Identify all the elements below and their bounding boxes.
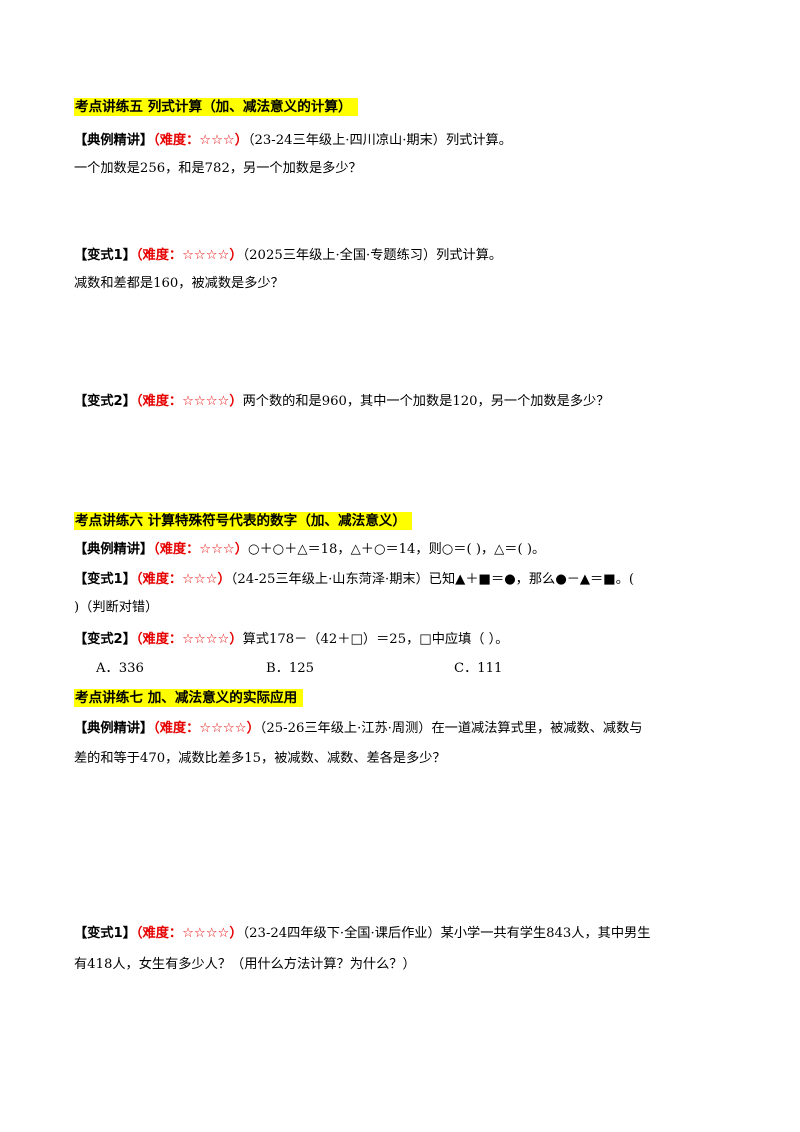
s6-variant2-options: A．336 B．125 C．111 xyxy=(96,659,502,679)
s6-example-line: 【典例精讲】（难度：☆☆☆）○＋○＋△＝18，△＋○＝14，则○＝( )，△＝(… xyxy=(74,540,545,560)
s7-example-difficulty: （难度：☆☆☆☆） xyxy=(153,721,260,736)
option-b[interactable]: B．125 xyxy=(266,661,315,676)
s7-variant1-text2: 有418人，女生有多少人？（用什么方法计算？为什么？） xyxy=(74,957,416,972)
section-7-heading-line: 考点讲练七 加、减法意义的实际应用 xyxy=(74,688,304,709)
s7-example-line: 【典例精讲】（难度：☆☆☆☆）（25-26三年级上·江苏·周测）在一道减法算式里… xyxy=(74,719,642,739)
s7-example-text2: 差的和等于470，减数比差多15，被减数、减数、差各是多少？ xyxy=(74,751,446,766)
s6-variant2-difficulty: （难度：☆☆☆☆） xyxy=(135,632,243,647)
section-6-heading-line: 考点讲练六 计算特殊符号代表的数字（加、减法意义） xyxy=(74,511,412,532)
s5-variant2-difficulty: （难度：☆☆☆☆） xyxy=(135,394,243,409)
s5-variant1-tag: 【变式1】 xyxy=(74,248,136,263)
section-6-heading: 考点讲练六 计算特殊符号代表的数字（加、减法意义） xyxy=(74,512,412,530)
s5-example-line: 【典例精讲】（难度：☆☆☆）（23-24三年级上·四川凉山·期末）列式计算。 xyxy=(74,131,512,151)
s5-variant2-text: 两个数的和是960，其中一个加数是120，另一个加数是多少？ xyxy=(242,394,610,409)
s5-variant1-source: （2025三年级上·全国·专题练习）列式计算。 xyxy=(242,248,503,263)
s7-variant1-line: 【变式1】（难度：☆☆☆☆）（23-24四年级下·全国·课后作业）某小学一共有学… xyxy=(74,924,650,944)
s5-variant1-difficulty: （难度：☆☆☆☆） xyxy=(135,248,243,263)
s6-variant1-difficulty: （难度：☆☆☆） xyxy=(135,572,231,587)
section-5-heading: 考点讲练五 列式计算（加、减法意义的计算） xyxy=(74,98,358,116)
s5-variant2-line: 【变式2】（难度：☆☆☆☆）两个数的和是960，其中一个加数是120，另一个加数… xyxy=(74,392,609,412)
s6-example-text: ○＋○＋△＝18，△＋○＝14，则○＝( )，△＝( )。 xyxy=(247,542,546,557)
s6-example-difficulty: （难度：☆☆☆） xyxy=(153,542,248,557)
s7-example-text: （25-26三年级上·江苏·周测）在一道减法算式里，被减数、减数与 xyxy=(259,721,643,736)
section-5-heading-line: 考点讲练五 列式计算（加、减法意义的计算） xyxy=(74,97,358,118)
s5-variant2-tag: 【变式2】 xyxy=(74,394,136,409)
section-7-heading: 考点讲练七 加、减法意义的实际应用 xyxy=(74,689,304,707)
s6-variant1-text: （24-25三年级上·山东菏泽·期末）已知▲＋■＝●，那么●－▲＝■。( xyxy=(230,572,635,587)
s5-example-tag: 【典例精讲】 xyxy=(74,133,154,148)
s6-variant1-tag: 【变式1】 xyxy=(74,572,136,587)
s7-example-tag: 【典例精讲】 xyxy=(74,721,154,736)
s5-variant1-question: 减数和差都是160，被减数是多少？ xyxy=(74,276,284,291)
s5-example-difficulty: （难度：☆☆☆） xyxy=(153,133,248,148)
option-c[interactable]: C．111 xyxy=(454,661,503,676)
s6-variant1-line: 【变式1】（难度：☆☆☆）（24-25三年级上·山东菏泽·期末）已知▲＋■＝●，… xyxy=(74,570,634,590)
s6-variant2-tag: 【变式2】 xyxy=(74,632,136,647)
s7-variant1-tag: 【变式1】 xyxy=(74,926,136,941)
s6-example-tag: 【典例精讲】 xyxy=(74,542,154,557)
s5-example-source: （23-24三年级上·四川凉山·期末）列式计算。 xyxy=(247,133,512,148)
s7-variant1-text: （23-24四年级下·全国·课后作业）某小学一共有学生843人，其中男生 xyxy=(242,926,651,941)
s6-variant2-text: 算式178－（42＋□）＝25，□中应填（ ）。 xyxy=(242,632,509,647)
option-a[interactable]: A．336 xyxy=(96,661,144,676)
s5-variant1-line: 【变式1】（难度：☆☆☆☆）（2025三年级上·全国·专题练习）列式计算。 xyxy=(74,246,502,266)
s7-variant1-difficulty: （难度：☆☆☆☆） xyxy=(135,926,243,941)
s6-variant1-text2: )（判断对错） xyxy=(74,600,159,615)
s6-variant2-line: 【变式2】（难度：☆☆☆☆）算式178－（42＋□）＝25，□中应填（ ）。 xyxy=(74,630,508,650)
s5-example-question: 一个加数是256，和是782，另一个加数是多少？ xyxy=(74,161,362,176)
